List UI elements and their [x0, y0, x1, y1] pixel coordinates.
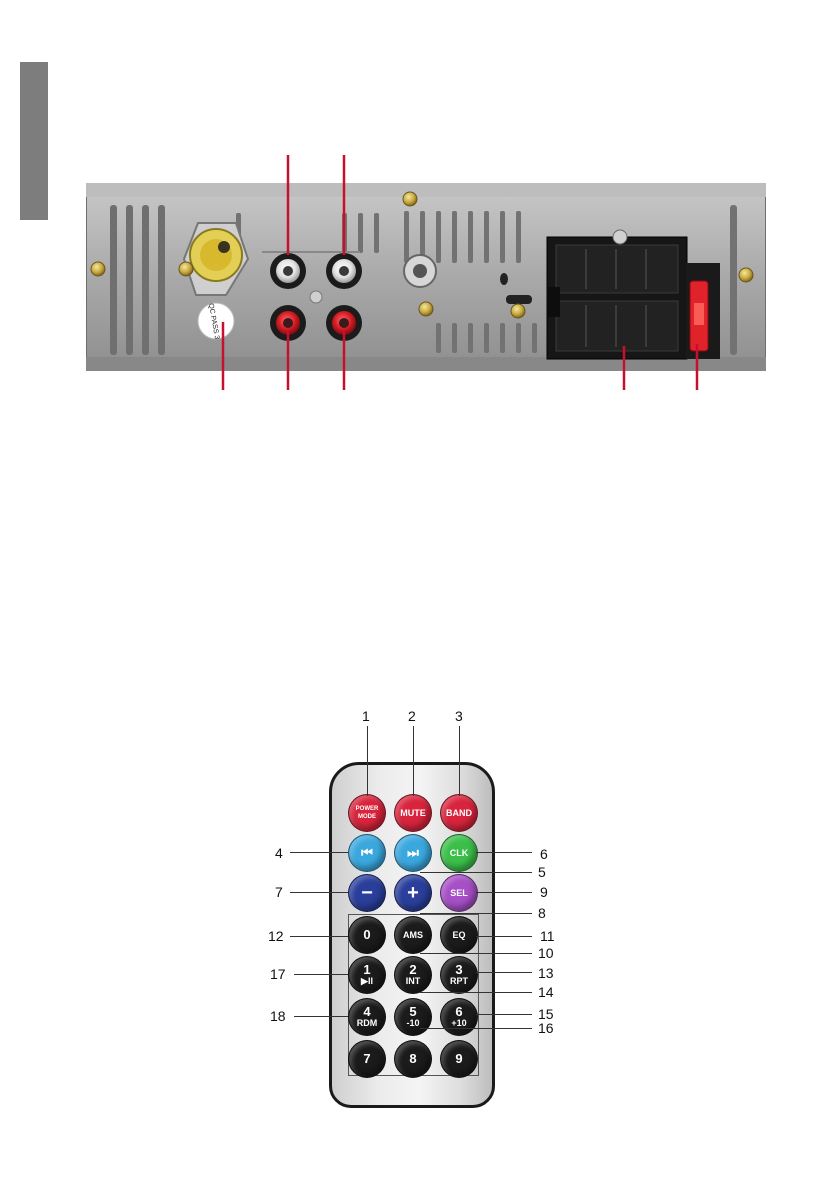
callout-7: 7 [275, 884, 283, 900]
callout-line-9 [476, 892, 532, 893]
callout-line-15 [476, 1014, 532, 1015]
digit-2-int-button[interactable]: 2 INT [394, 956, 432, 994]
digit-3-label: 3 [455, 964, 462, 976]
digit-1-play-pause-button[interactable]: 1 ▶II [348, 956, 386, 994]
play-pause-icon: ▶II [361, 976, 373, 986]
next-track-button[interactable]: ⏭ [394, 834, 432, 872]
callout-13: 13 [538, 965, 554, 981]
callout-16: 16 [538, 1020, 554, 1036]
clk-label: CLK [450, 848, 469, 858]
rpt-label: RPT [450, 976, 468, 986]
callout-line-18 [294, 1016, 348, 1017]
power-mode-button[interactable]: POWER MODE [348, 794, 386, 832]
digit-7-button[interactable]: 7 [348, 1040, 386, 1078]
digit-2-label: 2 [409, 964, 416, 976]
previous-track-button[interactable]: ⏮ [348, 834, 386, 872]
digit-5-label: 5 [409, 1006, 416, 1018]
callout-8: 8 [538, 905, 546, 921]
callout-6: 6 [540, 846, 548, 862]
callout-12: 12 [268, 928, 284, 944]
callout-11: 11 [540, 928, 555, 944]
callout-line-5 [420, 872, 532, 873]
callout-line-4 [290, 852, 348, 853]
callout-1: 1 [362, 708, 370, 724]
callout-2: 2 [408, 708, 416, 724]
callout-line-1 [367, 726, 368, 796]
digit-5-minus10-button[interactable]: 5 -10 [394, 998, 432, 1036]
int-label: INT [406, 976, 421, 986]
eq-button[interactable]: EQ [440, 916, 478, 954]
clock-button[interactable]: CLK [440, 834, 478, 872]
page-side-tab [20, 62, 48, 220]
eq-label: EQ [452, 930, 465, 940]
minus10-label: -10 [406, 1018, 419, 1028]
previous-icon: ⏮ [361, 847, 373, 859]
ams-button[interactable]: AMS [394, 916, 432, 954]
callout-14: 14 [538, 984, 554, 1000]
digit-4-label: 4 [363, 1006, 370, 1018]
callout-line-8 [420, 913, 532, 914]
band-button[interactable]: BAND [440, 794, 478, 832]
callout-line-12 [290, 936, 348, 937]
minus-icon: − [361, 887, 373, 899]
digit-3-rpt-button[interactable]: 3 RPT [440, 956, 478, 994]
callout-line-17 [294, 974, 348, 975]
digit-9-button[interactable]: 9 [440, 1040, 478, 1078]
callout-10: 10 [538, 945, 554, 961]
mute-label: MUTE [400, 808, 426, 818]
callout-line-6 [476, 852, 532, 853]
callout-line-7 [290, 892, 348, 893]
callout-line-3 [459, 726, 460, 796]
callout-17: 17 [270, 966, 286, 982]
plus-icon: + [407, 887, 419, 899]
callout-line-16 [420, 1028, 532, 1029]
digit-9-label: 9 [455, 1053, 462, 1065]
digit-1-label: 1 [363, 964, 370, 976]
power-label: POWER [356, 805, 379, 813]
digit-8-button[interactable]: 8 [394, 1040, 432, 1078]
volume-down-button[interactable]: − [348, 874, 386, 912]
volume-up-button[interactable]: + [394, 874, 432, 912]
plus10-label: +10 [451, 1018, 466, 1028]
ams-label: AMS [403, 930, 423, 940]
digit-6-plus10-button[interactable]: 6 +10 [440, 998, 478, 1036]
digit-0-button[interactable]: 0 [348, 916, 386, 954]
callout-line-13 [476, 972, 532, 973]
select-button[interactable]: SEL [440, 874, 478, 912]
next-icon: ⏭ [407, 847, 419, 859]
callout-line-14 [420, 992, 532, 993]
callout-18: 18 [270, 1008, 286, 1024]
digit-8-label: 8 [409, 1053, 416, 1065]
callout-5: 5 [538, 864, 546, 880]
callout-4: 4 [275, 845, 283, 861]
digit-7-label: 7 [363, 1053, 370, 1065]
digit-6-label: 6 [455, 1006, 462, 1018]
mode-label: MODE [358, 813, 376, 821]
callout-line-10 [420, 953, 532, 954]
callout-line-2 [413, 726, 414, 796]
callout-line-11 [476, 936, 532, 937]
mute-button[interactable]: MUTE [394, 794, 432, 832]
band-label: BAND [446, 808, 472, 818]
callout-3: 3 [455, 708, 463, 724]
sel-label: SEL [450, 888, 468, 898]
head-unit-rear-panel: QC PASS 3 [86, 183, 766, 371]
digit-4-rdm-button[interactable]: 4 RDM [348, 998, 386, 1036]
rdm-label: RDM [357, 1018, 378, 1028]
digit-0-label: 0 [363, 929, 370, 941]
callout-9: 9 [540, 884, 548, 900]
